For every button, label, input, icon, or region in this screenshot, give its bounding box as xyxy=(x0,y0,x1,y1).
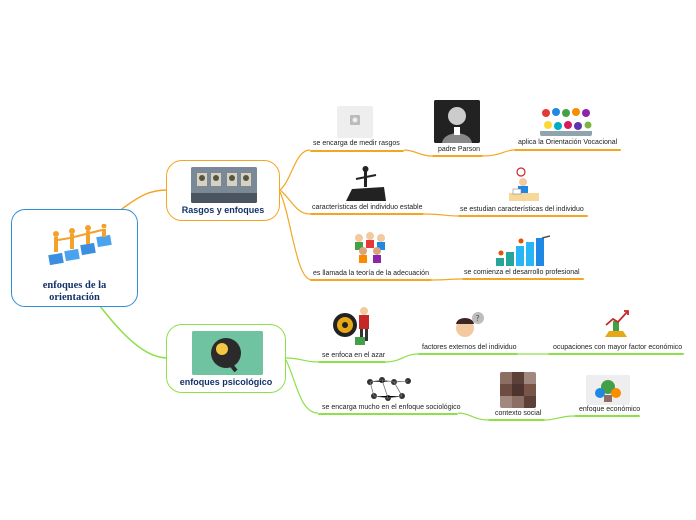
social-network-image xyxy=(364,376,416,405)
underline xyxy=(548,353,684,355)
underline xyxy=(310,150,404,152)
connector-root-branch2 xyxy=(99,305,169,359)
leaf-medir-rasgos[interactable]: se encarga de medir rasgos xyxy=(313,140,400,147)
underline xyxy=(318,413,458,415)
career-growth-image xyxy=(492,234,553,268)
leaf-enfoque-economico[interactable]: enfoque económico xyxy=(579,406,641,413)
teamwork-puzzle-icon xyxy=(48,224,112,266)
underline xyxy=(418,353,518,355)
question-man-image: ? xyxy=(451,310,487,342)
money-growth-image xyxy=(601,307,631,341)
thinking-head-image xyxy=(192,331,263,375)
leaf-teoria-adecuacion[interactable]: es llamada la teoría de la adecuación xyxy=(313,270,429,277)
underline xyxy=(310,213,424,215)
leaf-enfoca-azar[interactable]: se enfoca en el azar xyxy=(322,352,386,359)
root-label: enfoques de la orientación xyxy=(42,280,107,303)
branch-rasgos-y-enfoques[interactable]: Rasgos y enfoques xyxy=(166,160,280,221)
balance-silhouette-image xyxy=(344,165,388,203)
root-node[interactable]: enfoques de la orientación xyxy=(11,209,138,307)
people-crowd-image xyxy=(540,107,592,136)
leaf-orientacion-vocacional[interactable]: aplica la Orientación Vocacional xyxy=(518,139,618,146)
leaf-factores-externos[interactable]: factores externos del individuo xyxy=(422,344,517,351)
economy-illustration-image xyxy=(586,375,630,405)
student-desk-image xyxy=(505,166,541,203)
roulette-dealer-image xyxy=(331,303,374,346)
branch-enfoques-psicologico[interactable]: enfoques psicológico xyxy=(166,324,286,393)
leaf-estudian-caracteristicas[interactable]: se estudian características del individu… xyxy=(460,206,584,213)
branch-label: enfoques psicológico xyxy=(179,377,273,387)
svg-text:?: ? xyxy=(476,314,480,323)
underline xyxy=(458,215,588,217)
underline xyxy=(462,278,584,280)
leaf-ocupaciones-economico[interactable]: ocupaciones con mayor factor económico xyxy=(553,344,683,351)
underline xyxy=(514,149,621,151)
branch-label: Rasgos y enfoques xyxy=(181,205,265,215)
leaf-contexto-social[interactable]: contexto social xyxy=(495,410,542,417)
leaf-padre-parson[interactable]: padre Parson xyxy=(438,146,481,153)
underline xyxy=(488,419,545,421)
leaf-caracteristicas-estable[interactable]: características del individuo estable xyxy=(312,204,423,211)
parson-photo xyxy=(434,100,480,143)
camera-placeholder-image xyxy=(337,106,373,138)
crowd-collage-image xyxy=(500,372,536,408)
connector-root-branch1 xyxy=(117,189,169,213)
underline xyxy=(432,155,483,157)
portraits-photo xyxy=(191,167,257,203)
leaf-desarrollo-profesional[interactable]: se comienza el desarrollo profesional xyxy=(464,269,580,276)
underline xyxy=(318,361,386,363)
leaf-enfoque-sociologico[interactable]: se encarga mucho en el enfoque sociológi… xyxy=(322,404,461,411)
underline xyxy=(574,415,640,417)
underline xyxy=(310,279,432,281)
group-faces-image xyxy=(351,229,389,264)
